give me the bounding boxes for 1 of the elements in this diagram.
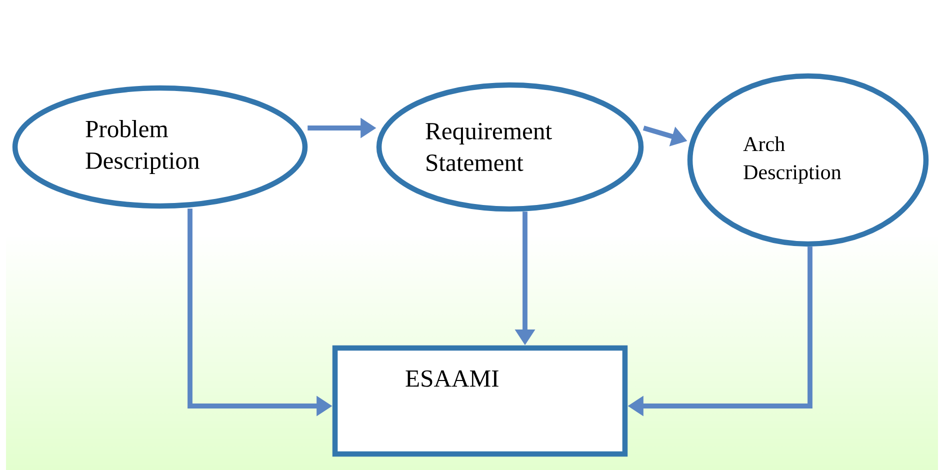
process-box: ESAAMI <box>332 345 628 457</box>
